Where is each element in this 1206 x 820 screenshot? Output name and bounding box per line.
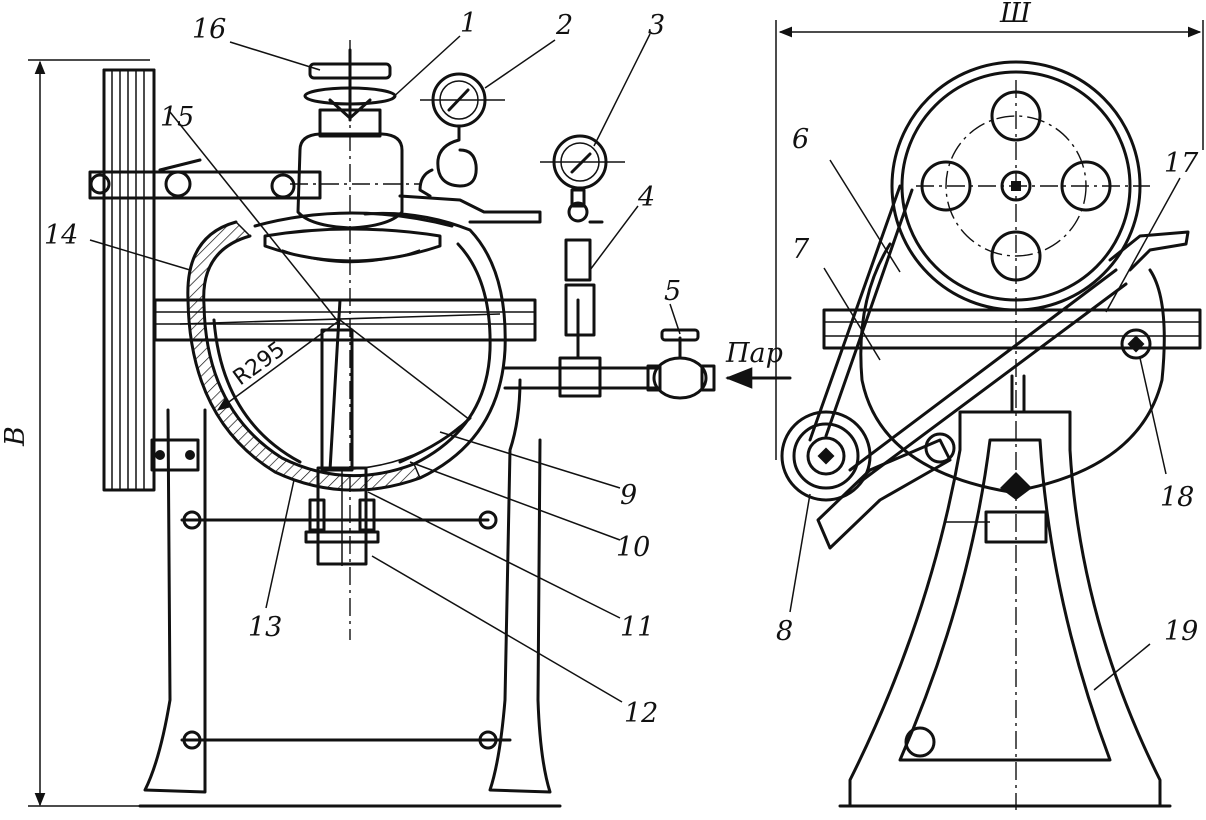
spherical-vessel: [186, 211, 507, 492]
width-dimension: [775, 20, 1204, 460]
callout-6: 6: [792, 124, 809, 155]
callout-13: 13: [248, 612, 282, 643]
valve-5: [646, 328, 716, 400]
callout-7: 7: [792, 234, 810, 265]
callout-11: 11: [620, 612, 654, 643]
callout-10: 10: [616, 532, 650, 563]
side-view: [775, 20, 1204, 810]
lid-bowl: [253, 194, 542, 264]
shaft-frame: [153, 298, 537, 472]
side-frame: [822, 230, 1202, 360]
pressure-gauge-2: [418, 72, 505, 198]
steam-inlet: [503, 188, 662, 398]
large-pulley: [890, 60, 1150, 810]
top-crossbar: [88, 158, 322, 200]
callout-15: 15: [160, 102, 194, 133]
pressure-gauge-3: [540, 134, 625, 190]
left-stand: [138, 378, 562, 808]
callout-16: 16: [192, 14, 226, 45]
bottom-bearing: [304, 466, 380, 566]
width-label: Ш: [999, 0, 1032, 29]
front-view: [28, 33, 792, 808]
leaders-right: [789, 159, 1181, 691]
motor-pulley: [780, 410, 952, 550]
callout-1: 1: [460, 8, 477, 39]
pedestal: [838, 374, 1172, 808]
callout-14: 14: [44, 220, 78, 251]
callout-4: 4: [637, 182, 655, 213]
callout-18: 18: [1160, 482, 1194, 513]
steam-label: Пар: [725, 338, 783, 369]
callout-17: 17: [1164, 148, 1199, 179]
height-label: B: [0, 426, 31, 447]
callout-19: 19: [1164, 616, 1198, 647]
callout-5: 5: [664, 276, 681, 307]
callout-9: 9: [620, 480, 637, 511]
leaders-left: [89, 33, 681, 703]
callout-2: 2: [555, 10, 573, 41]
lid-handwheel: [303, 48, 397, 138]
callout-3: 3: [648, 10, 665, 41]
belt-drive: [808, 184, 1128, 484]
lid-clamp: [290, 40, 420, 640]
callout-8: 8: [776, 616, 793, 647]
belt-pulley-stack: [102, 68, 156, 492]
callout-12: 12: [624, 698, 658, 729]
